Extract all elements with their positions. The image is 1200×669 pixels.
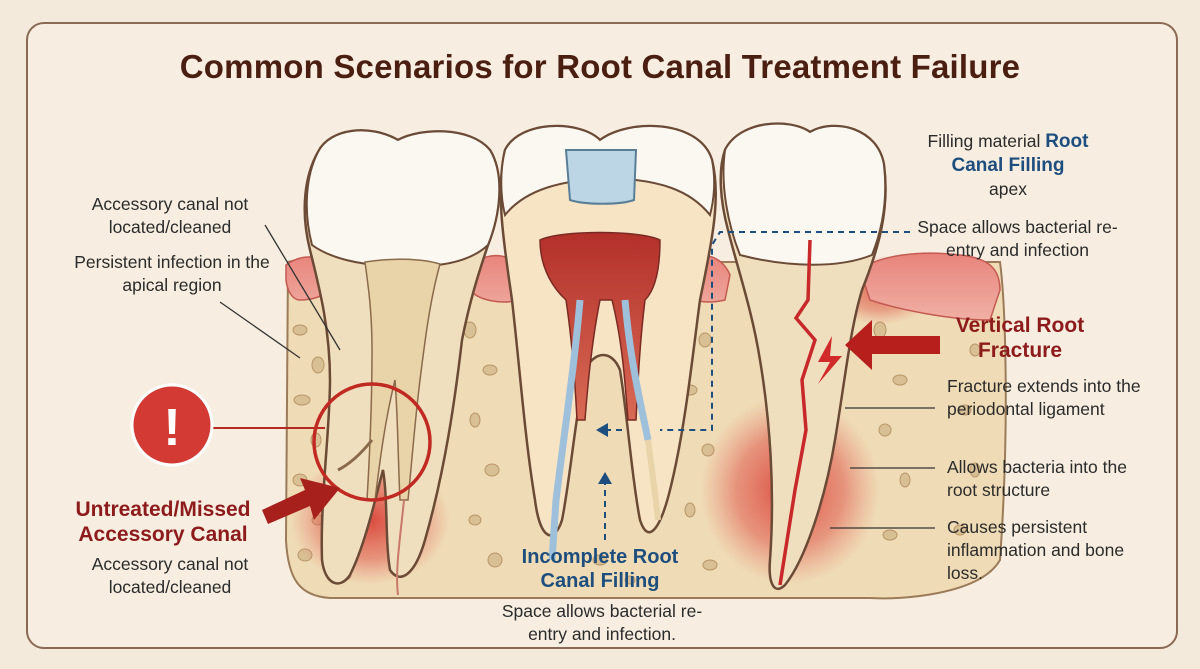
tooth-right xyxy=(719,122,887,591)
right-note-bacteria: Allows bacteria into the root structure xyxy=(947,457,1127,500)
leader-lines xyxy=(219,224,935,529)
left-callout-accessory-canal: Accessory canal not located/cleaned xyxy=(91,194,249,237)
tooth-left xyxy=(303,129,501,596)
middle-caption: Space allows bacterial re-entry and infe… xyxy=(501,601,703,644)
left-caption: Accessory canal not located/cleaned xyxy=(91,554,249,597)
dashed-arrowhead-left xyxy=(596,423,608,437)
root-filling-left xyxy=(548,299,584,561)
tooth-left-pulp xyxy=(364,258,441,501)
temporary-restoration xyxy=(564,149,638,205)
right-note-fracture: Fracture extends into the periodontal li… xyxy=(947,376,1141,419)
tooth-middle xyxy=(499,124,717,561)
left-heading: Untreated/Missed Accessory Canal xyxy=(75,498,251,546)
middle-heading: Incomplete Root Canal Filling xyxy=(521,546,679,592)
page-title: Common Scenarios for Root Canal Treatmen… xyxy=(179,48,1021,85)
pulp-chamber xyxy=(539,231,661,421)
tooth-left-enamel xyxy=(305,129,501,268)
warning-icon xyxy=(130,383,214,467)
dashed-arrowhead-up xyxy=(598,472,612,484)
right-space-note: Space allows bacterial re-entry and infe… xyxy=(917,217,1118,260)
accessory-canal xyxy=(337,439,374,472)
root-filling-right xyxy=(621,299,652,441)
right-heading: Vertical Root Fracture xyxy=(955,314,1085,362)
arrow-left-icon xyxy=(845,320,940,370)
arrow-right-icon xyxy=(262,478,340,524)
right-top-prefix: Filling material xyxy=(927,131,1041,151)
right-note-inflammation: Causes persistent inflammation and bone … xyxy=(947,517,1125,583)
right-top-heading: Root Canal Filling xyxy=(951,131,1089,176)
tooth-right-enamel xyxy=(722,122,887,266)
highlight-ring xyxy=(312,382,432,502)
right-top-label: Filling material Root Canal Filling apex xyxy=(908,130,1108,201)
warning-glyph: ! xyxy=(163,399,180,457)
accessory-canal-tract xyxy=(396,499,405,596)
left-callout-persistent-infection: Persistent infection in the apical regio… xyxy=(74,252,270,295)
bone-pores xyxy=(292,294,981,585)
lightning-icon xyxy=(818,336,842,384)
unfilled-space xyxy=(645,439,661,521)
right-top-suffix: apex xyxy=(989,179,1027,199)
vertical-fracture-line xyxy=(778,239,817,586)
dashed-guides xyxy=(604,231,910,540)
